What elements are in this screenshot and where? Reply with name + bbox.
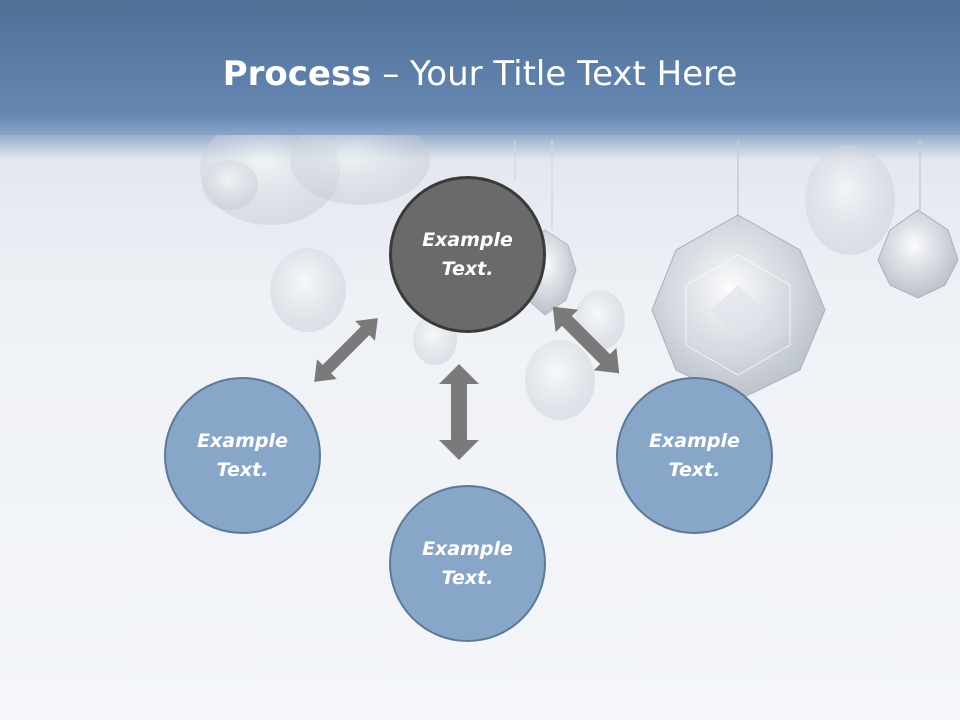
bottom-node-line2: Text. — [441, 566, 494, 589]
title-bar — [0, 0, 960, 135]
title-bold: Process — [222, 54, 372, 94]
right-node-line1: Example — [649, 429, 740, 452]
left-node-line2: Text. — [216, 458, 269, 481]
left-node-line1: Example — [197, 429, 288, 452]
slide-title: Process – Your Title Text Here — [0, 52, 960, 96]
title-rest: – Your Title Text Here — [371, 54, 738, 94]
right-node-line2: Text. — [668, 458, 721, 481]
arrow-center-left — [314, 318, 378, 382]
center-node-line2: Text. — [441, 257, 494, 280]
arrow-center-bottom — [439, 364, 479, 460]
arrow-center-right — [552, 306, 620, 374]
center-node-line1: Example — [422, 228, 513, 251]
bottom-node-line1: Example — [422, 537, 513, 560]
